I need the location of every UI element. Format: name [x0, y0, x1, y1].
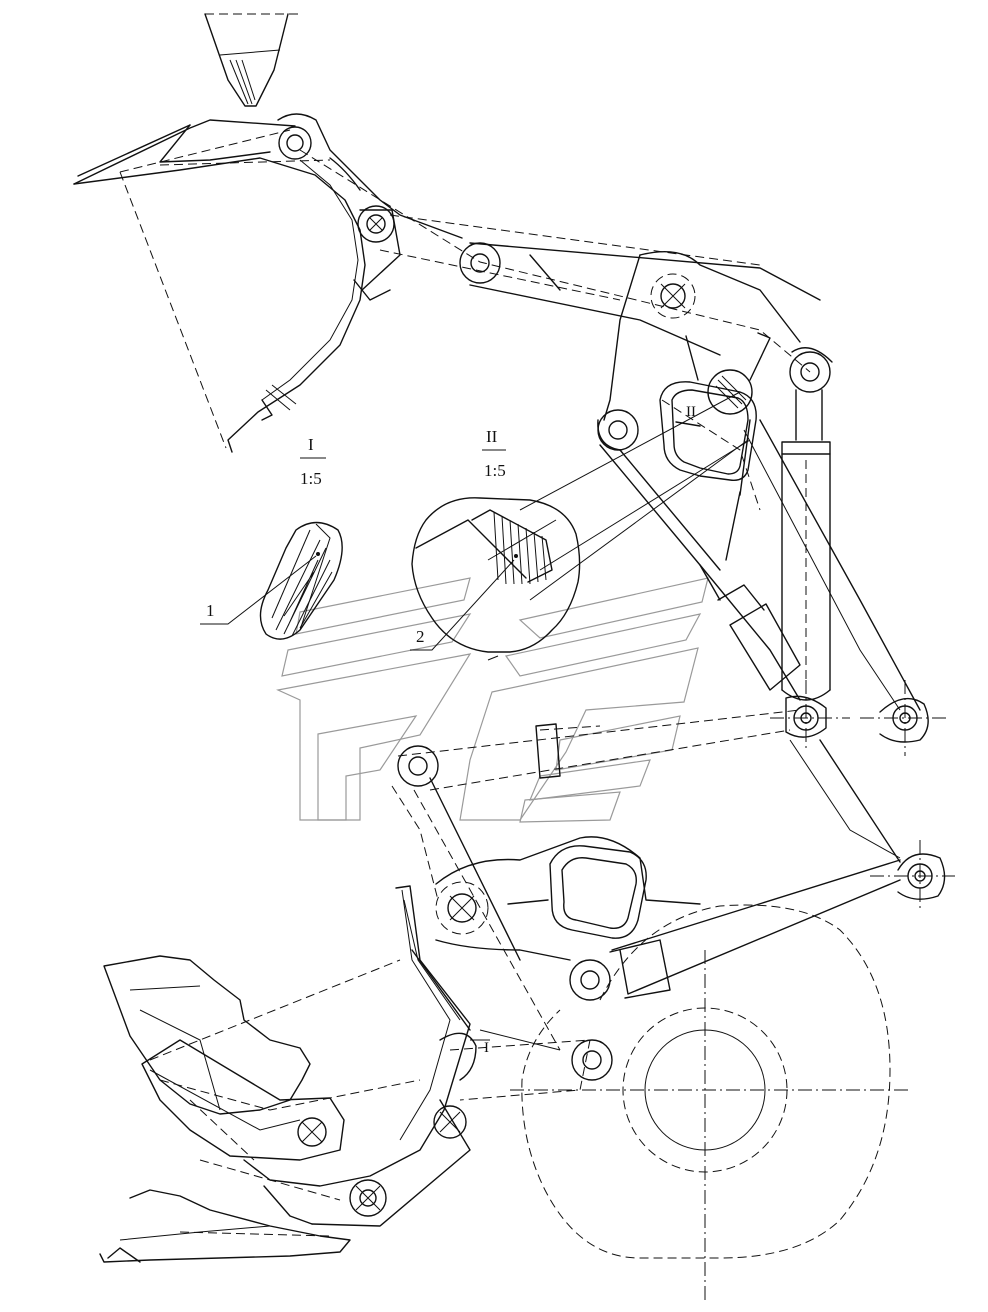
- callout-1: 1: [206, 601, 215, 620]
- detail-ii-roman: II: [486, 427, 498, 446]
- lower-frame: [435, 836, 955, 1101]
- pivot-right-middle: [860, 680, 950, 756]
- frame-right-upper: II: [597, 250, 833, 481]
- detail-ii-scale: 1:5: [484, 461, 506, 480]
- wheel: [510, 904, 910, 1300]
- detail-i-scale: 1:5: [300, 469, 322, 488]
- bucket-raised: [73, 13, 366, 453]
- detail-i-marker-on-bucket: I: [484, 1040, 489, 1056]
- detail-ii-leaders: [519, 391, 751, 601]
- detail-i: I 1:5 1: [200, 435, 343, 640]
- callout-2: 2: [416, 627, 425, 646]
- middle-linkage: [391, 709, 801, 1051]
- diagonal-links: [599, 399, 921, 863]
- detail-ii-marker-on-frame: II: [686, 404, 696, 420]
- boom-upper: [277, 113, 821, 373]
- watermark-logo-icon: [276, 577, 709, 823]
- bucket-lowered: I: [99, 885, 490, 1263]
- tilt-cylinder-vertical: [770, 389, 850, 752]
- detail-i-roman: I: [308, 435, 314, 454]
- detail-ii: II 1:5 2: [410, 427, 581, 661]
